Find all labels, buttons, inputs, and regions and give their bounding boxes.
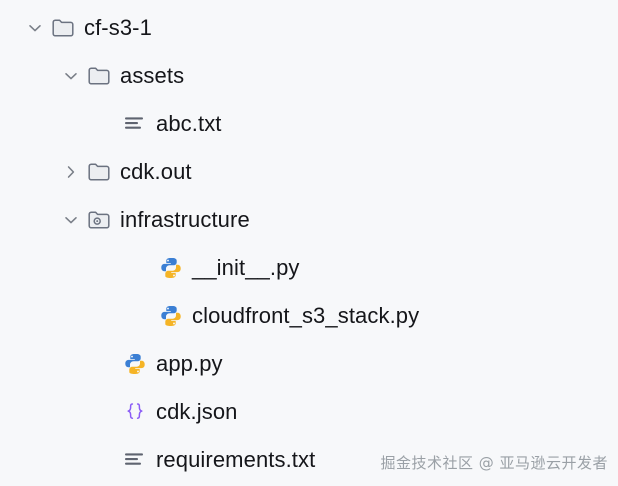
tree-row[interactable]: app.py <box>0 340 223 388</box>
chevron-down-icon[interactable] <box>58 63 84 89</box>
tree-row[interactable]: cdk.json <box>0 388 238 436</box>
chevron-down-icon[interactable] <box>58 207 84 233</box>
tree-item-label: cf-s3-1 <box>84 15 152 40</box>
python-file-icon <box>120 351 150 377</box>
tree-row[interactable]: __init__.py <box>0 244 300 292</box>
tree-row[interactable]: cf-s3-1 <box>0 4 152 52</box>
chevron-right-icon[interactable] <box>58 159 84 185</box>
python-file-icon <box>156 255 186 281</box>
tree-item-label: cloudfront_s3_stack.py <box>192 303 420 328</box>
tree-row[interactable]: cdk.out <box>0 148 192 196</box>
tree-item-label: infrastructure <box>120 207 250 232</box>
tree-item-label: cdk.json <box>156 399 238 424</box>
tree-item-label: assets <box>120 63 185 88</box>
python-file-icon <box>156 303 186 329</box>
text-file-icon <box>120 111 150 137</box>
watermark-text: 掘金技术社区 @ 亚马逊云开发者 <box>380 454 608 472</box>
tree-row[interactable]: infrastructure <box>0 196 250 244</box>
tree-row[interactable]: cloudfront_s3_stack.py <box>0 292 419 340</box>
python-package-folder-icon <box>84 207 114 233</box>
folder-icon <box>84 63 114 89</box>
tree-row[interactable]: assets <box>0 52 184 100</box>
tree-item-label: abc.txt <box>156 111 222 136</box>
chevron-down-icon[interactable] <box>22 15 48 41</box>
tree-row[interactable]: requirements.txt <box>0 436 315 484</box>
tree-item-label: requirements.txt <box>156 447 316 472</box>
text-file-icon <box>120 447 150 473</box>
tree-item-label: app.py <box>156 351 223 376</box>
tree-item-label: cdk.out <box>120 159 192 184</box>
folder-icon <box>84 159 114 185</box>
tree-item-label: __init__.py <box>192 255 300 280</box>
tree-row[interactable]: abc.txt <box>0 100 222 148</box>
folder-icon <box>48 15 78 41</box>
json-file-icon <box>120 399 150 425</box>
